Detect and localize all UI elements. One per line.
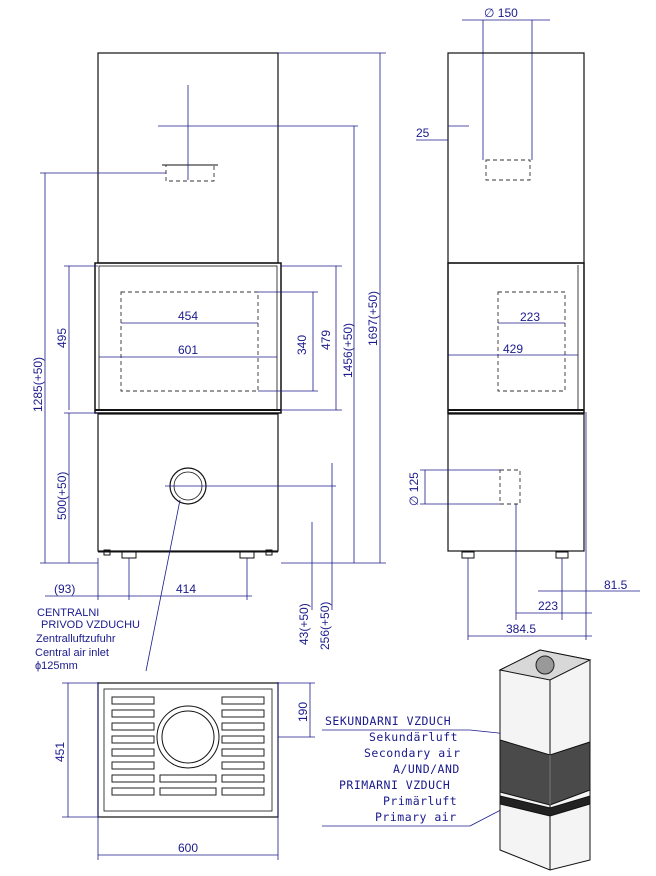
central-air-line2: PRIVOD VZDUCHU	[41, 619, 140, 631]
dim-25: 25	[416, 126, 430, 140]
dim-93: (93)	[54, 582, 75, 596]
air-slots-left	[111, 696, 155, 796]
dim-223-window: 223	[520, 310, 540, 324]
dim-429: 429	[503, 342, 523, 356]
dim-340: 340	[295, 335, 309, 355]
dim-414: 414	[176, 582, 196, 596]
side-dimension-labels: 25 223 429 ∅ 125 81.5 223 384.5	[407, 126, 628, 636]
central-air-line3: Zentralluftzufuhr	[36, 633, 116, 645]
air-legend-line5: PRIMARNI VZDUCH	[339, 778, 450, 792]
dim-384-5: 384.5	[506, 622, 536, 636]
central-air-line5: ϕ125mm	[35, 660, 78, 672]
dim-479: 479	[319, 330, 333, 350]
side-view	[416, 52, 640, 640]
front-dimension-labels: ∅ 150 454 601 340 479 495 1285(+50) 500(…	[31, 6, 518, 650]
front-view	[94, 52, 358, 559]
dim-454: 454	[178, 309, 198, 323]
central-air-line4: Central air inlet	[35, 647, 109, 659]
dim-601: 601	[178, 343, 198, 357]
central-air-line1: CENTRALNI	[37, 607, 99, 619]
air-legend: SEKUNDARNI VZDUCH Sekundärluft Secondary…	[322, 714, 546, 827]
air-legend-line6: Primärluft	[383, 794, 457, 808]
dim-190: 190	[296, 702, 310, 722]
air-legend-line4: A/UND/AND	[393, 762, 460, 776]
dim-43: 43(+50)	[297, 603, 311, 645]
plan-dimension-labels: 190 451 600	[53, 702, 310, 855]
dim-125: ∅ 125	[407, 472, 421, 506]
central-air-label: CENTRALNI PRIVOD VZDUCHU Zentralluftzufu…	[35, 499, 181, 672]
air-legend-line2: Sekundärluft	[369, 730, 458, 744]
plan-view	[62, 682, 315, 860]
air-slots-right	[221, 696, 265, 796]
dim-223-base: 223	[538, 599, 558, 613]
dim-600: 600	[178, 841, 198, 855]
front-dimension-lines	[40, 19, 550, 610]
flue-diameter-label: ∅ 150	[484, 6, 518, 20]
air-legend-line3: Secondary air	[364, 746, 461, 760]
dim-256: 256(+50)	[318, 602, 332, 650]
dim-500: 500(+50)	[55, 472, 69, 520]
dim-1285: 1285(+50)	[31, 357, 45, 412]
isometric-view	[498, 649, 592, 871]
air-legend-line7: Primary air	[375, 810, 457, 824]
dim-1697: 1697(+50)	[366, 291, 380, 346]
dim-81-5: 81.5	[604, 578, 628, 592]
dim-1456: 1456(+50)	[341, 323, 355, 378]
dim-451: 451	[53, 742, 67, 762]
air-legend-line1: SEKUNDARNI VZDUCH	[325, 714, 451, 728]
dim-495: 495	[55, 328, 69, 348]
air-slots-centre	[159, 774, 217, 796]
